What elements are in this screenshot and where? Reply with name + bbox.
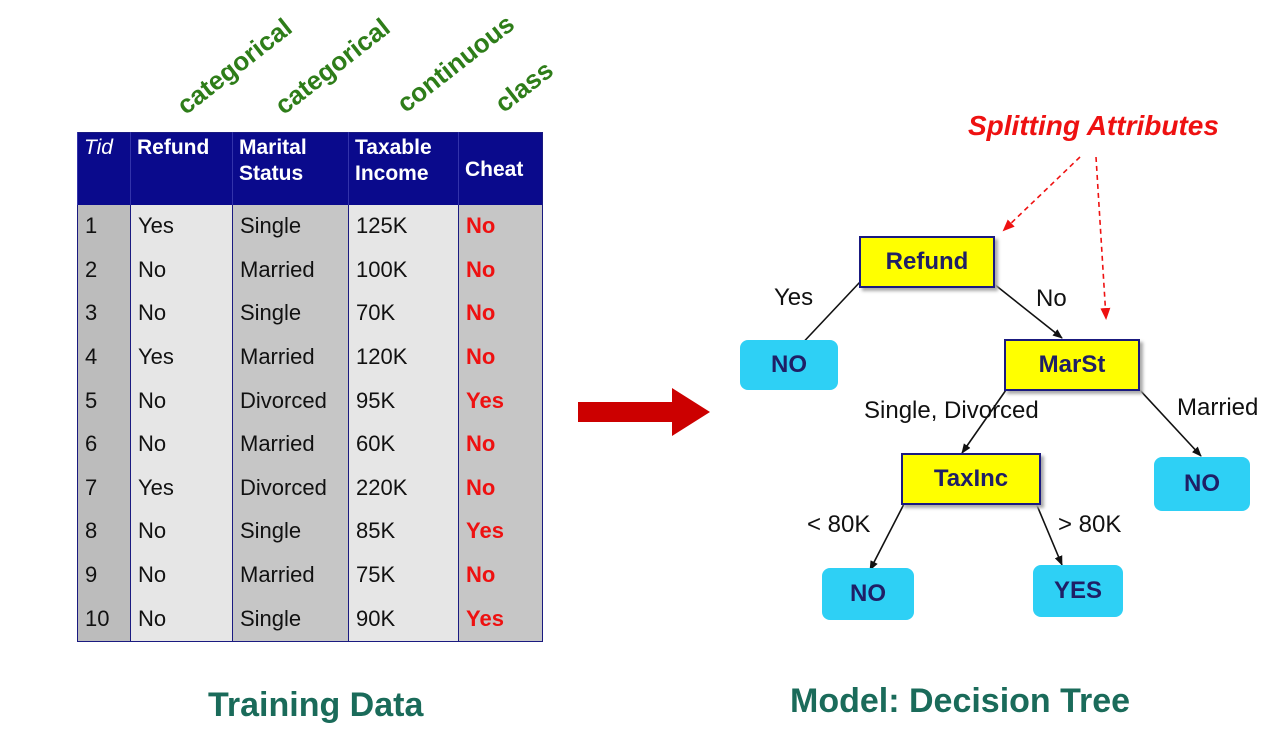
table-cell: 95K bbox=[348, 378, 459, 423]
header-marital-status: Marital Status bbox=[232, 132, 349, 205]
edge-label-refund-no: No bbox=[1036, 285, 1067, 312]
table-cell: 9 bbox=[77, 553, 131, 597]
table-cell: No bbox=[458, 553, 543, 597]
table-cell: 85K bbox=[348, 509, 459, 554]
table-cell: Married bbox=[232, 335, 349, 379]
table-cell: 1 bbox=[77, 204, 131, 249]
edge-label-over80: > 80K bbox=[1058, 511, 1122, 538]
leaf-refund-yes: NO bbox=[740, 340, 838, 390]
table-cell: 3 bbox=[77, 291, 131, 336]
table-cell: No bbox=[130, 378, 233, 423]
table-cell: Married bbox=[232, 248, 349, 292]
table-cell: Single bbox=[232, 509, 349, 554]
edge-label-under80: < 80K bbox=[807, 511, 871, 538]
splitting-attributes-label: Splitting Attributes bbox=[968, 110, 1219, 141]
table-cell: No bbox=[130, 291, 233, 336]
table-cell: No bbox=[458, 204, 543, 249]
table-cell: Single bbox=[232, 204, 349, 249]
table-cell: 6 bbox=[77, 422, 131, 467]
edge-over80-line bbox=[1035, 502, 1063, 566]
table-cell: No bbox=[130, 553, 233, 597]
table-cell: 10 bbox=[77, 596, 131, 642]
edge-refund-yes-line bbox=[795, 281, 861, 351]
table-cell: Married bbox=[232, 553, 349, 597]
table-cell: 75K bbox=[348, 553, 459, 597]
table-header-row: Tid Refund Marital Status Taxable Income… bbox=[77, 132, 543, 205]
table-cell: 120K bbox=[348, 335, 459, 379]
table-cell: 220K bbox=[348, 466, 459, 510]
header-taxable-income: Taxable Income bbox=[348, 132, 459, 205]
table-cell: Divorced bbox=[232, 378, 349, 423]
node-marst: MarSt bbox=[1004, 339, 1140, 391]
table-cell: Yes bbox=[458, 509, 543, 554]
table-cell: 8 bbox=[77, 509, 131, 554]
table-cell: No bbox=[458, 466, 543, 510]
table-cell: Yes bbox=[130, 466, 233, 510]
leaf-under80: NO bbox=[822, 568, 914, 620]
table-cell: Single bbox=[232, 291, 349, 336]
leaf-over80: YES bbox=[1033, 565, 1123, 617]
node-refund: Refund bbox=[859, 236, 995, 288]
table-cell: No bbox=[458, 335, 543, 379]
table-cell: 5 bbox=[77, 378, 131, 423]
table-cell: 2 bbox=[77, 248, 131, 292]
table-cell: Yes bbox=[130, 335, 233, 379]
caption-decision-tree: Model: Decision Tree bbox=[790, 682, 1131, 720]
table-cell: 100K bbox=[348, 248, 459, 292]
header-refund: Refund bbox=[130, 132, 233, 205]
table-cell: 70K bbox=[348, 291, 459, 336]
caption-training-data: Training Data bbox=[208, 686, 424, 724]
transform-arrow bbox=[578, 388, 710, 436]
table-cell: 4 bbox=[77, 335, 131, 379]
training-data-table: Tid Refund Marital Status Taxable Income… bbox=[77, 132, 543, 642]
node-taxinc: TaxInc bbox=[901, 453, 1041, 505]
splitting-arrow-refund bbox=[1002, 156, 1081, 232]
leaf-married: NO bbox=[1154, 457, 1250, 511]
table-cell: No bbox=[458, 291, 543, 336]
table-cell: 60K bbox=[348, 422, 459, 467]
header-cheat: Cheat bbox=[458, 132, 543, 205]
splitting-arrow-marst bbox=[1095, 156, 1111, 320]
table-cell: 90K bbox=[348, 596, 459, 642]
table-cell: No bbox=[130, 596, 233, 642]
table-cell: No bbox=[458, 248, 543, 292]
table-cell: No bbox=[130, 248, 233, 292]
table-cell: No bbox=[130, 422, 233, 467]
edge-label-refund-yes: Yes bbox=[774, 284, 814, 311]
table-cell: 7 bbox=[77, 466, 131, 510]
edge-single-divorced-line bbox=[961, 389, 1007, 454]
header-tid: Tid bbox=[77, 132, 131, 205]
table-cell: No bbox=[130, 509, 233, 554]
edge-label-married: Married bbox=[1177, 394, 1259, 421]
edge-married-line bbox=[1137, 387, 1202, 457]
table-cell: Divorced bbox=[232, 466, 349, 510]
edge-refund-no-line bbox=[993, 283, 1063, 339]
table-cell: Yes bbox=[458, 378, 543, 423]
edge-under80-line bbox=[869, 503, 905, 571]
table-cell: Yes bbox=[458, 596, 543, 642]
edge-label-single-divorced: Single, Divorced bbox=[864, 397, 1039, 424]
table-cell: Yes bbox=[130, 204, 233, 249]
table-cell: 125K bbox=[348, 204, 459, 249]
table-cell: No bbox=[458, 422, 543, 467]
table-cell: Single bbox=[232, 596, 349, 642]
table-cell: Married bbox=[232, 422, 349, 467]
